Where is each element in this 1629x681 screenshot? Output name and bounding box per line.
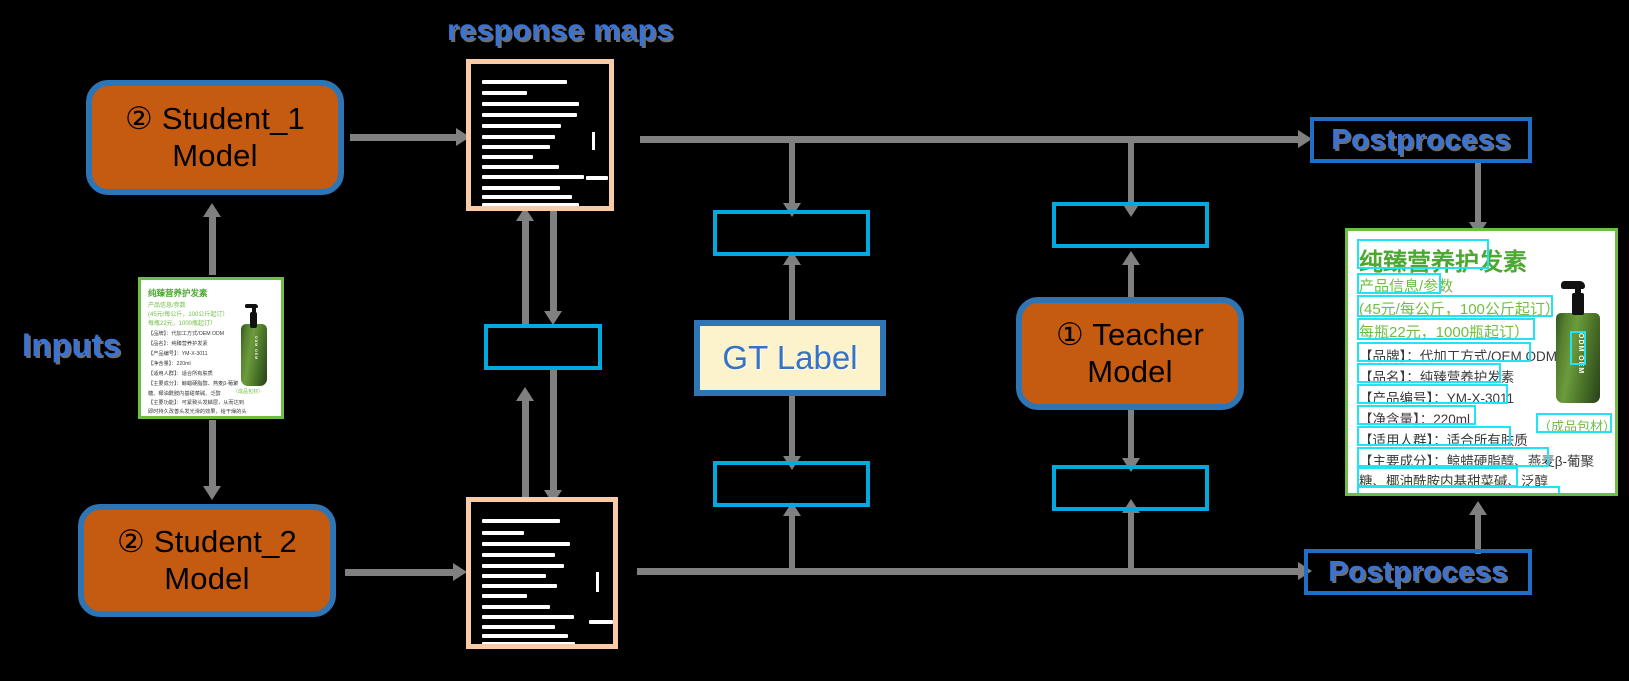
- input-card-row: 【主要功能】：可紧致头发鳞层，从而达到: [148, 400, 244, 406]
- arrow-student2-to-respmap-head: [453, 563, 467, 581]
- gt-label-text: GT Label: [722, 339, 858, 376]
- input-card-subtitle: 产品信息/参数: [148, 303, 186, 309]
- postprocess-bottom-label: Postprocess: [1328, 555, 1508, 588]
- arrow-student1-to-respmap-line: [350, 134, 458, 141]
- bottle-body: [241, 324, 267, 386]
- bus-top-horizontal: [640, 136, 1302, 143]
- output-product-card: 纯臻营养护发素 产品信息/参数 (45元/每公斤，100公斤起订） 每瓶22元，…: [1345, 228, 1618, 496]
- response-map-top-canvas: [471, 64, 609, 206]
- input-card-title: 纯臻营养护发素: [148, 288, 208, 298]
- arrow-teacher-to-lower-line: [1128, 408, 1134, 460]
- arrow-gt-to-upper-line: [789, 262, 795, 320]
- input-card-row: 即时持久改善头发光滑的效果，给干燥的头: [148, 409, 247, 415]
- output-card-row: 【主要成分】：鲸蜡硬脂醇、燕麦β-葡聚: [1359, 454, 1595, 469]
- arrow-bus-to-gt-upper-line: [789, 140, 795, 205]
- output-card-row: 【品牌】：代加工方式/OEM ODM: [1359, 349, 1557, 364]
- arrow-teacher-to-upper-head: [1122, 251, 1140, 265]
- response-map-bottom-canvas: [471, 502, 613, 644]
- output-card-row: 【品名】：纯臻营养护发素: [1359, 370, 1515, 385]
- arrow-postbot-to-output-head: [1469, 501, 1487, 515]
- arrow-topmap-to-centerbox-line: [550, 210, 557, 313]
- node-postprocess-bottom[interactable]: Postprocess: [1304, 549, 1532, 595]
- arrow-centerbox-to-botmap-line: [522, 398, 529, 508]
- label-inputs: Inputs: [22, 327, 121, 363]
- bus-bottom-horizontal: [637, 568, 1302, 575]
- input-card-caption: （成品包材）: [233, 389, 264, 395]
- node-postprocess-top[interactable]: Postprocess: [1310, 117, 1532, 163]
- response-map-bottom: [466, 497, 618, 649]
- arrow-student2-to-respmap-line: [345, 569, 455, 576]
- bottle-pump-head: [1561, 281, 1585, 289]
- feature-box-gt-upper[interactable]: [713, 210, 870, 256]
- output-card-row: 【主要功能】：可紧致头发鳞层，从而达到: [1359, 489, 1609, 493]
- arrow-centerbox-to-botmap-down-line: [550, 370, 557, 492]
- output-card-body: 纯臻营养护发素 产品信息/参数 (45元/每公斤，100公斤起订） 每瓶22元，…: [1348, 231, 1615, 493]
- feature-box-teacher-lower[interactable]: [1052, 465, 1209, 511]
- arrow-centerbox-to-botmap-head: [516, 387, 534, 401]
- page-title-response-maps: response maps: [447, 14, 674, 47]
- input-card-row: 【主要成分】：鲸蜡硬脂醇、燕麦β-葡聚: [148, 381, 239, 387]
- input-card-body: 纯臻营养护发素 产品信息/参数 (45元/每公斤，100公斤起订） 每瓶22元，…: [141, 280, 281, 416]
- bottle-pump-stem: [1575, 285, 1581, 297]
- feature-box-gt-lower[interactable]: [713, 461, 870, 507]
- input-card-row: 【品牌】：代加工方式/OEM ODM: [148, 331, 225, 337]
- bottle-pump-stem: [252, 306, 256, 314]
- node-teacher-label: ① Teacher Model: [1056, 316, 1204, 389]
- bottle-neck: [1572, 293, 1584, 315]
- input-card-row: 发足够的滋养: [148, 416, 179, 419]
- input-card-row: 【适用人群】：适合所有肤质: [148, 371, 213, 377]
- node-teacher-model[interactable]: ① Teacher Model: [1016, 297, 1244, 410]
- node-gt-label[interactable]: GT Label: [694, 320, 886, 396]
- bottle-body: [1556, 313, 1600, 403]
- feature-box-teacher-upper[interactable]: [1052, 202, 1209, 248]
- output-card-bottle: ODM OEM: [1553, 281, 1603, 403]
- output-card-row: 【产品编号】：YM-X-3011: [1359, 391, 1515, 406]
- output-card-row: 【适用人群】：适合所有肤质: [1359, 433, 1528, 448]
- output-card-price-2: 每瓶22元，1000瓶起订）: [1359, 324, 1530, 341]
- output-card-price-1: (45元/每公斤，100公斤起订）: [1359, 301, 1560, 318]
- arrow-postbot-to-output-line: [1475, 512, 1481, 554]
- input-card-row: 糖、椰油酰胺内基甜菜碱、泛醇: [148, 391, 221, 397]
- bottle-label: ODM OEM: [1577, 333, 1584, 375]
- output-card-title: 纯臻营养护发素: [1359, 249, 1527, 276]
- feature-box-mid-center[interactable]: [484, 324, 602, 370]
- node-student-1-label: ② Student_1 Model: [125, 100, 305, 173]
- arrow-bus-to-teacher-upper-head: [1122, 203, 1140, 217]
- input-product-card: 纯臻营养护发素 产品信息/参数 (45元/每公斤，100公斤起订） 每瓶22元，…: [138, 277, 284, 419]
- output-card-row: 【净含量】：220ml: [1359, 412, 1471, 427]
- input-card-price-2: 每瓶22元，1000瓶起订）: [148, 321, 217, 327]
- postprocess-top-label: Postprocess: [1331, 123, 1511, 156]
- arrow-gt-to-lower-line: [789, 396, 795, 458]
- arrow-bus-to-teacher-upper-line: [1128, 140, 1134, 205]
- output-card-caption: （成品包材）: [1538, 419, 1617, 434]
- arrow-teacher-to-upper-line: [1128, 262, 1134, 318]
- bottle-label: ODM OEM: [254, 336, 258, 361]
- input-card-row: 【品名】：纯臻营养护发素: [148, 341, 208, 347]
- input-card-bottle: ODM OEM: [241, 304, 267, 386]
- arrow-input-to-student1-head: [203, 203, 221, 217]
- arrow-bus-to-gt-lower-line: [789, 513, 795, 571]
- arrow-bus-to-teacher-lower-line: [1128, 510, 1134, 571]
- output-card-subtitle: 产品信息/参数: [1359, 278, 1454, 295]
- arrow-topmap-to-centerbox-head: [544, 311, 562, 325]
- input-card-price-1: (45元/每公斤，100公斤起订）: [148, 312, 229, 318]
- node-student-2-label: ② Student_2 Model: [117, 523, 297, 596]
- output-card-row: 糖、椰油酰胺内基甜菜碱、泛醇: [1359, 474, 1548, 489]
- arrow-centerbox-to-topmap-line: [522, 218, 529, 326]
- bus-top-arrowhead: [1298, 130, 1312, 148]
- node-student-1-model[interactable]: ② Student_1 Model: [86, 80, 344, 195]
- bottle-pump-head: [245, 304, 258, 308]
- node-student-2-model[interactable]: ② Student_2 Model: [78, 504, 336, 617]
- response-map-top: [466, 59, 614, 211]
- input-card-row: 【产品编号】：YM-X-3011: [148, 351, 208, 357]
- arrow-input-to-student1-line: [209, 215, 216, 275]
- arrow-input-to-student2-head: [203, 486, 221, 500]
- input-card-row: 【净含量】：220ml: [148, 361, 191, 367]
- arrow-input-to-student2-line: [209, 420, 216, 488]
- bottle-neck: [250, 312, 257, 328]
- arrow-posttop-to-output-line: [1475, 163, 1481, 225]
